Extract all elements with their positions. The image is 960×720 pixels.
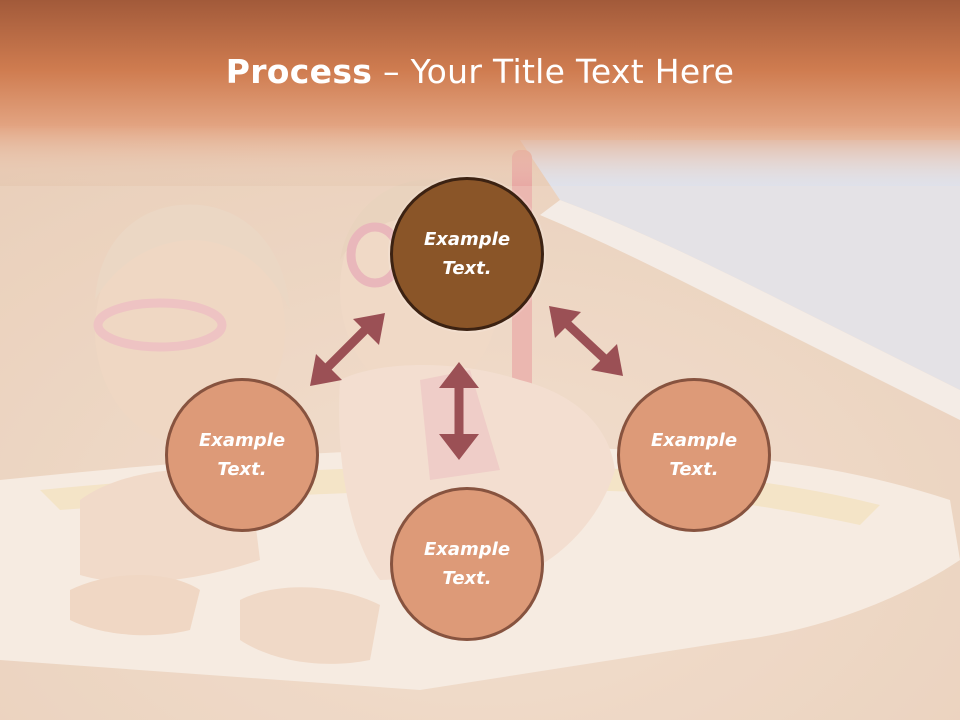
- title-rest: – Your Title Text Here: [372, 52, 735, 91]
- arrow-center-bottom: [439, 362, 479, 460]
- slide-title: Process – Your Title Text Here: [0, 52, 960, 91]
- process-circle-right-label: Example Text.: [650, 430, 738, 480]
- title-bold: Process: [225, 52, 373, 91]
- process-circle-center: Example Text.: [390, 177, 544, 331]
- process-circle-right: Example Text.: [617, 378, 771, 532]
- arrow-center-right: [549, 306, 623, 376]
- process-circle-left-label: Example Text.: [198, 430, 286, 480]
- arrow-center-left: [310, 313, 385, 386]
- process-circle-center-label: Example Text.: [423, 229, 511, 279]
- process-circle-bottom: Example Text.: [390, 487, 544, 641]
- process-circle-left: Example Text.: [165, 378, 319, 532]
- process-circle-bottom-label: Example Text.: [423, 539, 511, 589]
